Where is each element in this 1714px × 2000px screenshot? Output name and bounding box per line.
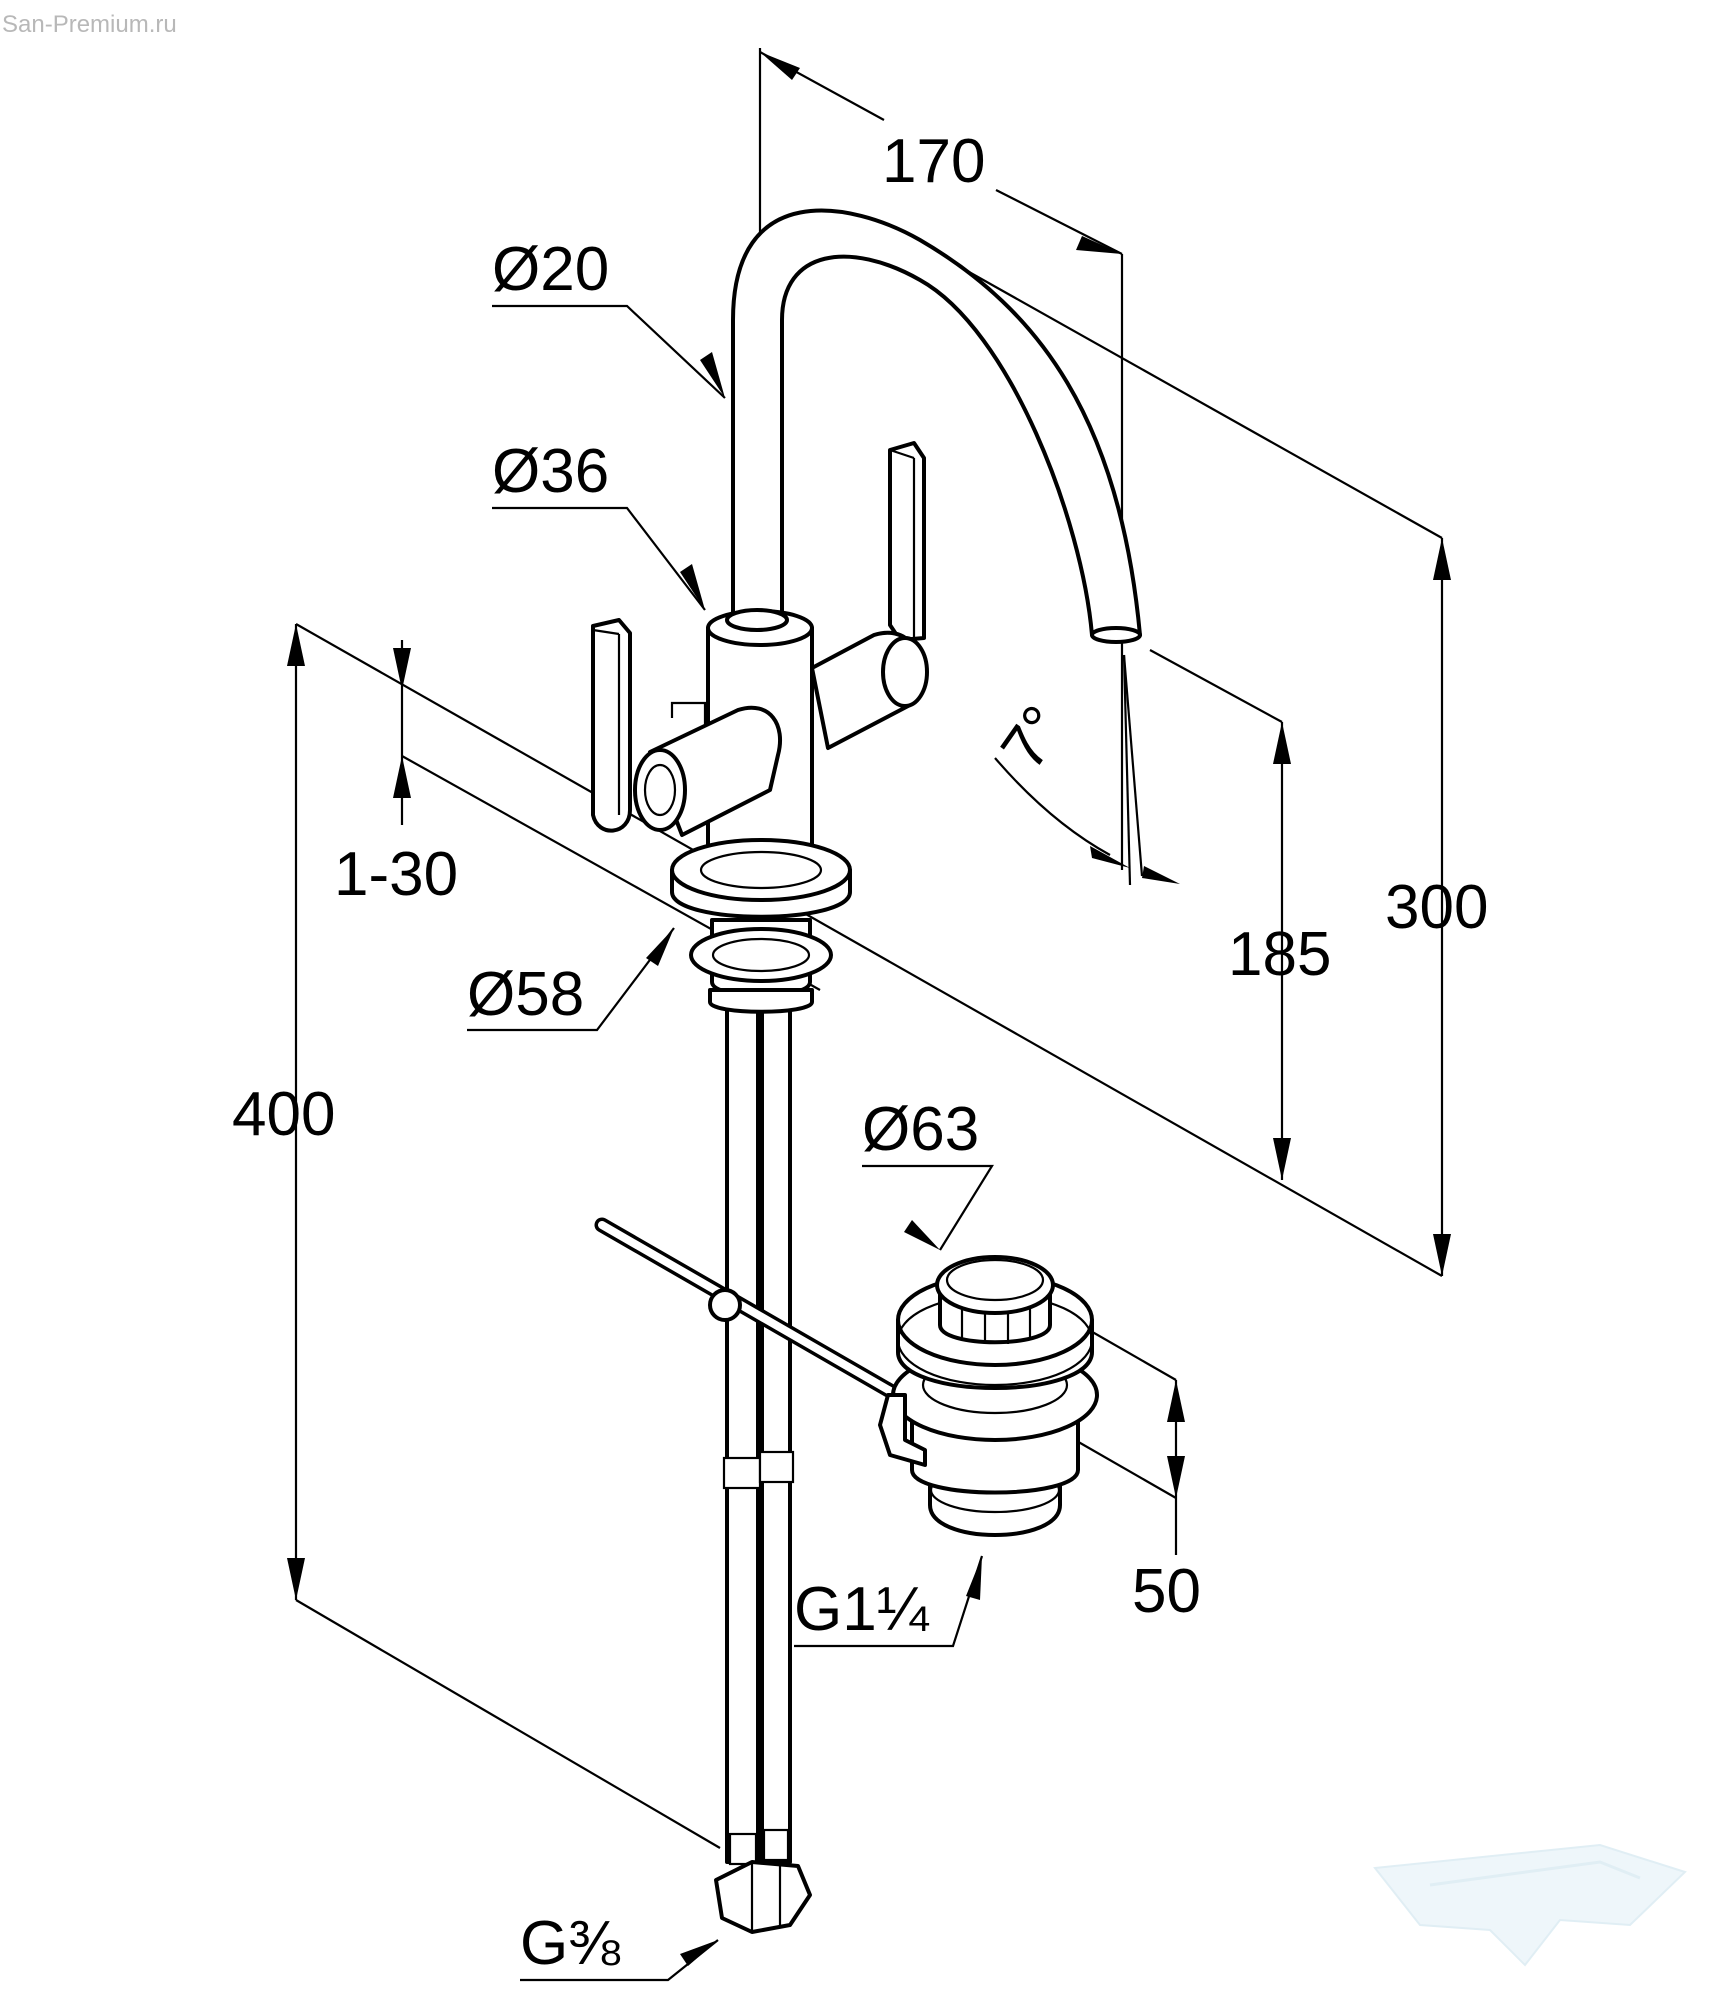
- pop-up-waste-assembly: [878, 1255, 1099, 1537]
- watermark-logo-icon: [1373, 1843, 1687, 1967]
- dimension-labels: 170 Ø20 Ø36 1-30 Ø58 400 185 300 7° Ø63 …: [232, 127, 1488, 1978]
- label-waste-head-diameter: Ø63: [862, 1095, 979, 1164]
- label-waste-height: 50: [1132, 1557, 1201, 1626]
- label-spout-height: 300: [1385, 873, 1488, 942]
- supply-hoses: [722, 1000, 795, 1866]
- watermark-site-text: San-Premium.ru: [2, 11, 177, 38]
- label-connection-thread: G⅜: [520, 1909, 620, 1978]
- label-spout-outlet-height: 185: [1228, 920, 1331, 989]
- label-deck-thickness: 1-30: [334, 840, 458, 909]
- faucet-assembly: [591, 208, 1142, 1014]
- label-body-diameter: Ø36: [492, 437, 609, 506]
- label-total-height: 400: [232, 1080, 335, 1149]
- dimension-arrows: [287, 52, 1451, 1966]
- connection-nuts: [714, 1860, 812, 1934]
- label-spout-angle: 7°: [988, 694, 1079, 782]
- pop-up-pull-rod: [594, 1217, 900, 1400]
- label-spout-reach: 170: [882, 127, 985, 196]
- label-spout-tube-diameter: Ø20: [492, 235, 609, 304]
- label-waste-thread: G1¼: [794, 1575, 930, 1644]
- label-base-diameter: Ø58: [467, 960, 584, 1029]
